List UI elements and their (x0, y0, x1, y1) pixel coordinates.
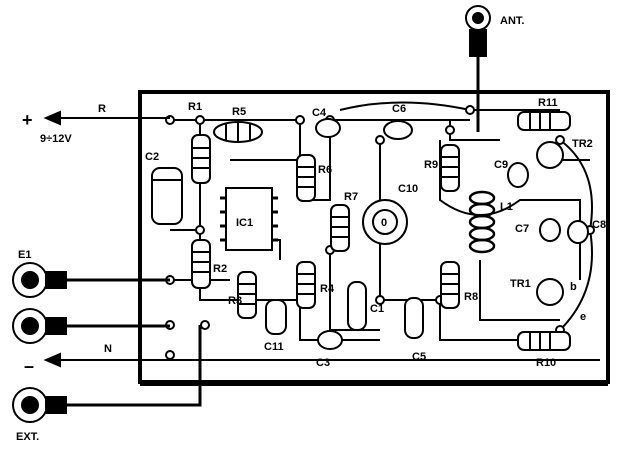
label-c10: C10 (398, 183, 418, 195)
label-tr1: TR1 (510, 278, 531, 290)
label-c4: C4 (312, 107, 327, 119)
resistor-r10 (517, 331, 571, 351)
wire-r-label: R (98, 103, 106, 115)
inductor-l1 (468, 190, 496, 254)
transistors (536, 141, 564, 306)
capacitor-c11 (265, 299, 287, 335)
label-preset: 0 (381, 217, 387, 229)
label-l1: L1 (500, 201, 513, 213)
capacitor-c1 (347, 281, 367, 331)
capacitor-c3 (317, 330, 343, 350)
label-tr2: TR2 (572, 138, 593, 150)
resistor-r4 (296, 261, 316, 309)
label-r4: R4 (320, 283, 335, 295)
label-c3: C3 (316, 357, 330, 369)
resistor-r3 (237, 271, 257, 319)
label-c7: C7 (515, 223, 529, 235)
label-c9: C9 (494, 159, 508, 171)
label-c2: C2 (145, 151, 159, 163)
resistor-r1 (191, 134, 211, 184)
label-pin-b: b (570, 281, 577, 293)
label-c1: C1 (370, 303, 384, 315)
label-r3: R3 (228, 295, 242, 307)
label-r11: R11 (538, 97, 558, 109)
capacitor-c2 (151, 167, 183, 225)
label-r9: R9 (424, 159, 438, 171)
resistor-r2 (191, 239, 211, 289)
tubular-capacitors (265, 281, 424, 339)
rca-jack-ext-icon (12, 325, 202, 423)
resistor-r5 (213, 121, 263, 143)
minus-sign: – (24, 356, 34, 376)
rca-jack-middle-icon (12, 308, 170, 344)
label-r6: R6 (318, 164, 332, 176)
disc-capacitors (315, 118, 589, 350)
label-ic1: IC1 (236, 217, 253, 229)
label-r8: R8 (464, 291, 478, 303)
transistor-tr1 (536, 278, 564, 306)
resistor-r7 (330, 204, 350, 252)
capacitor-c5 (404, 297, 424, 339)
antenna-connector-icon (465, 5, 491, 132)
label-r7: R7 (344, 191, 358, 203)
capacitor-c7 (539, 218, 561, 242)
label-r10: R10 (536, 357, 556, 369)
label-r2: R2 (213, 263, 227, 275)
label-r5: R5 (232, 106, 246, 118)
resistor-r8 (440, 261, 460, 309)
input-e1-label: E1 (18, 249, 31, 261)
wire-n-label: N (104, 343, 112, 355)
plus-sign: + (22, 110, 33, 130)
trimmer-c10 (362, 199, 408, 245)
label-r1: R1 (188, 101, 202, 113)
transistor-tr2 (536, 141, 564, 169)
label-c8: C8 (592, 219, 606, 231)
resistors (191, 111, 571, 351)
power-positive-wire (43, 110, 170, 126)
label-c6: C6 (392, 103, 406, 115)
capacitor-c4 (315, 118, 341, 138)
ic1-chip (220, 187, 278, 251)
label-c5: C5 (412, 351, 426, 363)
label-pin-e: e (580, 311, 586, 323)
rca-jack-e1-icon (12, 262, 170, 298)
resistor-r11 (517, 111, 571, 131)
voltage-label: 9÷12V (40, 133, 72, 145)
external-label: EXT. (16, 431, 39, 443)
antenna-label: ANT. (500, 15, 524, 27)
capacitor-c9 (507, 162, 529, 188)
resistor-r6 (296, 154, 316, 202)
capacitor-c6 (383, 120, 413, 140)
resistor-r9 (440, 144, 460, 192)
power-negative-wire (43, 352, 170, 368)
label-c11: C11 (264, 341, 284, 353)
capacitor-c8 (567, 220, 589, 244)
